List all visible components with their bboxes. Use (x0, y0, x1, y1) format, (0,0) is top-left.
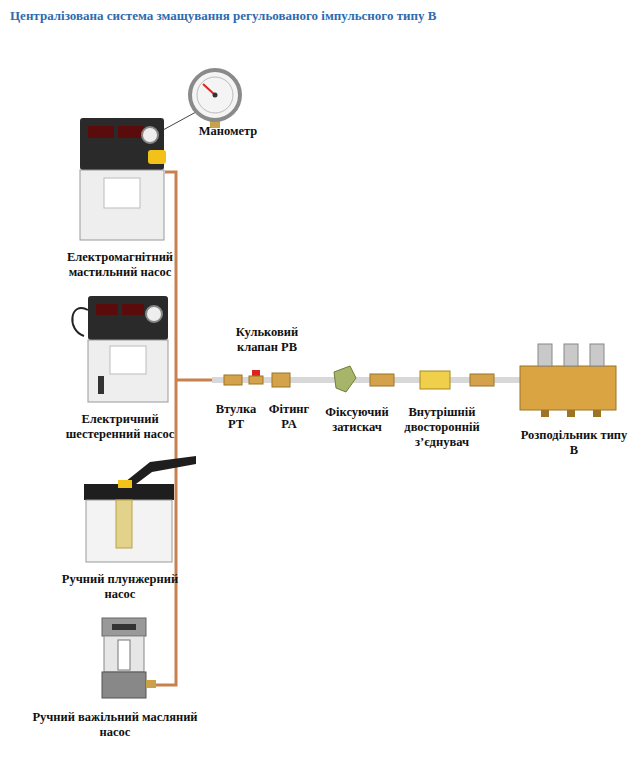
plunger (116, 500, 132, 548)
pump-display (88, 126, 114, 138)
pump-lever (112, 624, 136, 630)
outlet-port (567, 410, 575, 417)
brass-fitting (370, 374, 394, 386)
gauge-face (190, 70, 240, 120)
distributor-block (520, 344, 616, 417)
part-label: Електромагнітний мастильний насос (45, 250, 195, 280)
pump-body (102, 672, 146, 698)
ball-valve-body (249, 376, 263, 384)
filler-cap (148, 150, 166, 164)
pump-gauge (142, 127, 158, 143)
part-label: Ручний важільний масляний насос (30, 710, 200, 740)
part-label: Електричний шестеренний насос (45, 412, 195, 442)
gauge-hub (213, 93, 218, 98)
part-label: Втулка PT (212, 402, 260, 432)
double-connector (420, 371, 450, 389)
pump-plate (104, 178, 140, 208)
part-label: Фітинг PA (264, 402, 314, 432)
pump-display (96, 304, 118, 315)
sight-glass (118, 640, 130, 670)
electric-gear-pump (72, 296, 168, 402)
metering-valve (564, 344, 578, 366)
part-label: Фіксуючий затискач (320, 405, 394, 435)
distributor-body (520, 366, 616, 410)
pump-motor (98, 376, 104, 394)
manual-lever-pump (102, 618, 156, 698)
pump-display (118, 126, 144, 138)
part-label: Ручний плунжерний насос (45, 572, 195, 602)
filler-cap (118, 480, 132, 488)
oil-tank (86, 500, 172, 562)
copper-pipe-branch (176, 379, 212, 382)
gauge-scale (197, 77, 233, 113)
sleeve-pt (224, 375, 242, 385)
pump-head (88, 296, 168, 340)
part-label: Розподільник типу В (520, 428, 628, 458)
oil-tank (80, 170, 164, 240)
outlet-port (593, 410, 601, 417)
manual-plunger-pump (84, 456, 196, 562)
brass-fitting (470, 374, 494, 386)
diagram-title: Централізована система змащування регуль… (10, 8, 436, 24)
outlet-fitting (146, 680, 156, 688)
electromagnetic-pump (80, 118, 166, 240)
pump-gauge (146, 306, 162, 322)
metering-valve (590, 344, 604, 366)
oil-tank (88, 340, 168, 402)
power-cable (72, 308, 88, 336)
pump-display (122, 304, 144, 315)
outlet-port (541, 410, 549, 417)
metering-valve (538, 344, 552, 366)
part-label: Кульковий клапан PB (222, 325, 312, 355)
fixing-clamp (334, 366, 356, 392)
pump-plate (110, 346, 146, 374)
pump-head (102, 618, 146, 636)
fitting-pa (272, 373, 290, 387)
part-label: Внутрішній двосторонній з’єднувач (396, 405, 488, 450)
oil-tank (104, 636, 144, 672)
part-label: Манометр (186, 124, 270, 139)
